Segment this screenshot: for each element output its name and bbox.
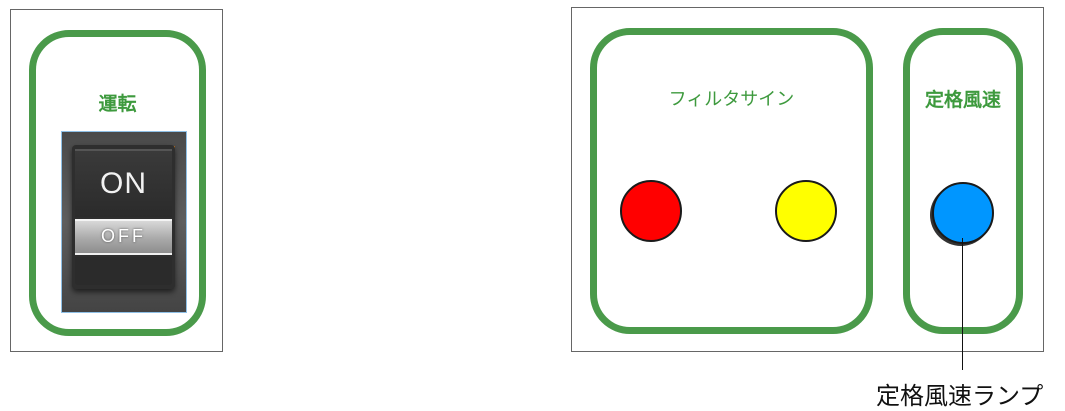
indicator-panel: フィルタサイン 定格風速 bbox=[571, 7, 1044, 352]
operation-panel: 運転 ON OFF bbox=[10, 9, 223, 352]
red-lamp bbox=[620, 180, 682, 242]
rated-speed-label: 定格風速 bbox=[910, 85, 1016, 112]
filter-sign-group: フィルタサイン bbox=[590, 28, 873, 334]
filter-sign-label: フィルタサイン bbox=[597, 85, 866, 111]
switch-off-label[interactable]: OFF bbox=[75, 219, 172, 255]
switch-on-label[interactable]: ON bbox=[75, 149, 172, 217]
callout-leader-line bbox=[962, 238, 963, 370]
switch-face: ON OFF bbox=[72, 145, 175, 289]
blue-lamp bbox=[932, 182, 994, 244]
operation-label: 運転 bbox=[36, 89, 199, 116]
yellow-lamp bbox=[775, 180, 837, 242]
rated-speed-lamp-callout: 定格風速ランプ bbox=[876, 376, 1043, 411]
rated-speed-group: 定格風速 bbox=[903, 28, 1023, 334]
operation-switch[interactable]: ON OFF bbox=[61, 131, 187, 313]
switch-bottom-bezel bbox=[75, 257, 172, 285]
